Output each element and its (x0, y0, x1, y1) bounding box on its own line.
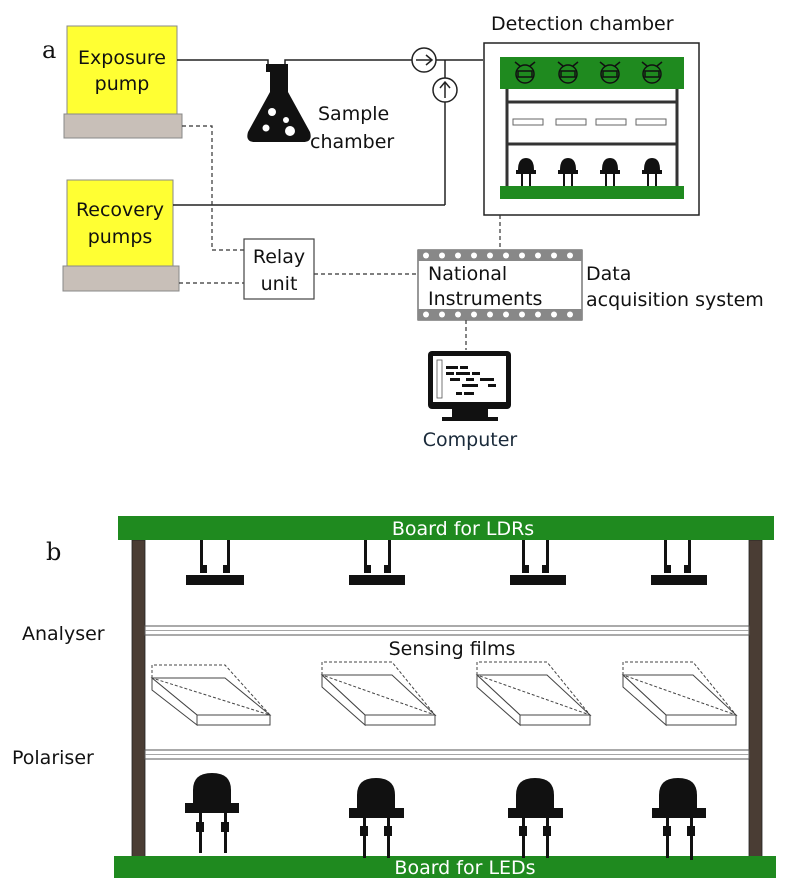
exposure-pump: Exposure pump (63, 25, 183, 139)
recovery-pumps-label-2: pumps (88, 226, 153, 248)
recovery-pumps: Recovery pumps (62, 179, 180, 292)
exposure-pump-label-2: pump (95, 73, 150, 95)
relay-unit-label-1: Relay (253, 246, 305, 268)
panel-b-label: b (46, 538, 61, 566)
daq-caption-2: acquisition system (586, 289, 764, 311)
daq-device: National Instruments (417, 249, 583, 321)
ldr-board-label: Board for LDRs (392, 518, 534, 540)
signal-lines (179, 125, 501, 350)
valve-vertical-icon (432, 77, 458, 103)
flask-icon (247, 64, 311, 142)
ldr-sensors (186, 540, 707, 585)
sample-chamber-label-1: Sample (318, 103, 389, 125)
daq-label-1: National (428, 263, 507, 285)
computer-icon (428, 351, 511, 421)
valve-horizontal-icon (411, 47, 437, 73)
computer-label: Computer (423, 429, 518, 451)
relay-unit: Relay unit (243, 238, 315, 300)
detection-chamber-label: Detection chamber (491, 13, 674, 35)
sample-chamber-label-2: chamber (310, 131, 394, 153)
led-board (114, 856, 776, 878)
daq-label-2: Instruments (428, 288, 542, 310)
relay-unit-label-2: unit (261, 273, 298, 295)
left-post (131, 539, 146, 861)
panel-a-label: a (42, 36, 56, 64)
polariser-plate (144, 749, 750, 760)
detection-chamber (483, 42, 700, 216)
sensing-films (150, 661, 738, 727)
daq-caption-1: Data (586, 263, 631, 285)
recovery-pumps-label-1: Recovery (76, 199, 164, 221)
exposure-pump-label-1: Exposure (78, 47, 166, 69)
ldr-board (118, 516, 774, 540)
led-sources (185, 773, 706, 860)
analyser-label: Analyser (22, 623, 105, 645)
sensing-films-label: Sensing films (389, 638, 516, 660)
analyser-plate (144, 625, 750, 636)
polariser-label: Polariser (12, 747, 94, 769)
led-board-label: Board for LEDs (394, 857, 535, 879)
right-post (748, 539, 763, 861)
